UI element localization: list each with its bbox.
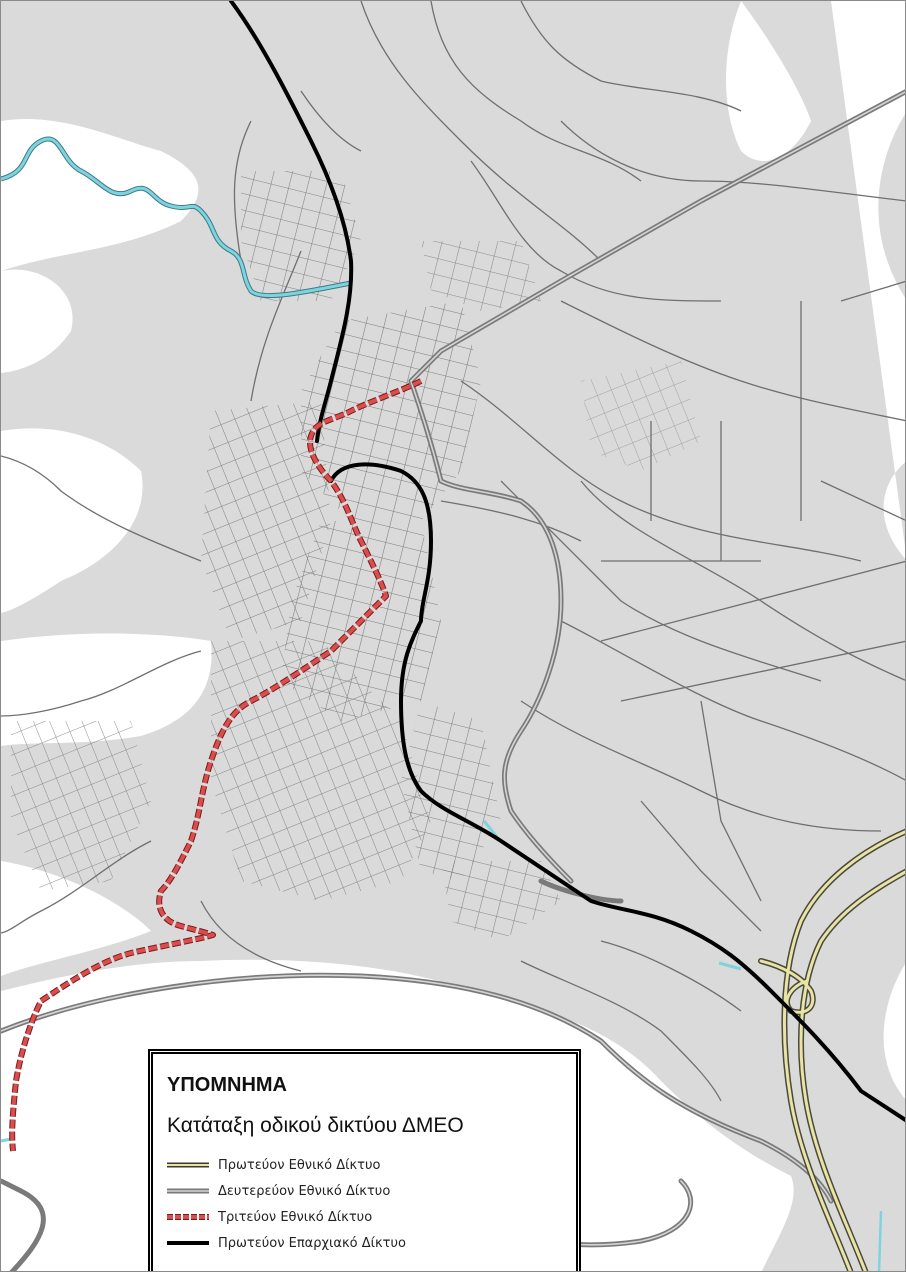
- legend-item-tertiary-national: Τριτεύον Εθνικό Δίκτυο: [167, 1204, 576, 1230]
- primary-national-swatch-icon: [167, 1162, 209, 1168]
- legend-label: Δευτερεύον Εθνικό Δίκτυο: [218, 1183, 391, 1199]
- secondary-national-swatch-icon: [167, 1188, 209, 1194]
- legend-label: Πρωτεύον Επαρχιακό Δίκτυο: [218, 1235, 406, 1251]
- primary-provincial-swatch-icon: [167, 1241, 209, 1245]
- legend-label: Τριτεύον Εθνικό Δίκτυο: [218, 1209, 373, 1225]
- tertiary-national-swatch-icon: [167, 1214, 209, 1220]
- primary-national-network: [758, 828, 905, 1271]
- legend-heading: ΥΠΟΜΝΗΜΑ: [167, 1074, 287, 1096]
- primary-provincial-network: [229, 1, 905, 1123]
- map-legend: ΥΠΟΜΝΗΜΑ Κατάταξη οδικού δικτύου ΔΜΕΟ Πρ…: [148, 1049, 581, 1271]
- legend-item-primary-provincial: Πρωτεύον Επαρχιακό Δίκτυο: [167, 1230, 576, 1256]
- legend-item-primary-national: Πρωτεύον Εθνικό Δίκτυο: [167, 1152, 576, 1178]
- river: [1, 136, 883, 1271]
- legend-label: Πρωτεύον Εθνικό Δίκτυο: [218, 1157, 381, 1173]
- tertiary-national-network: [9, 378, 423, 1152]
- legend-item-secondary-national: Δευτερεύον Εθνικό Δίκτυο: [167, 1178, 576, 1204]
- legend-subheading: Κατάταξη οδικού δικτύου ΔΜΕΟ: [167, 1114, 464, 1137]
